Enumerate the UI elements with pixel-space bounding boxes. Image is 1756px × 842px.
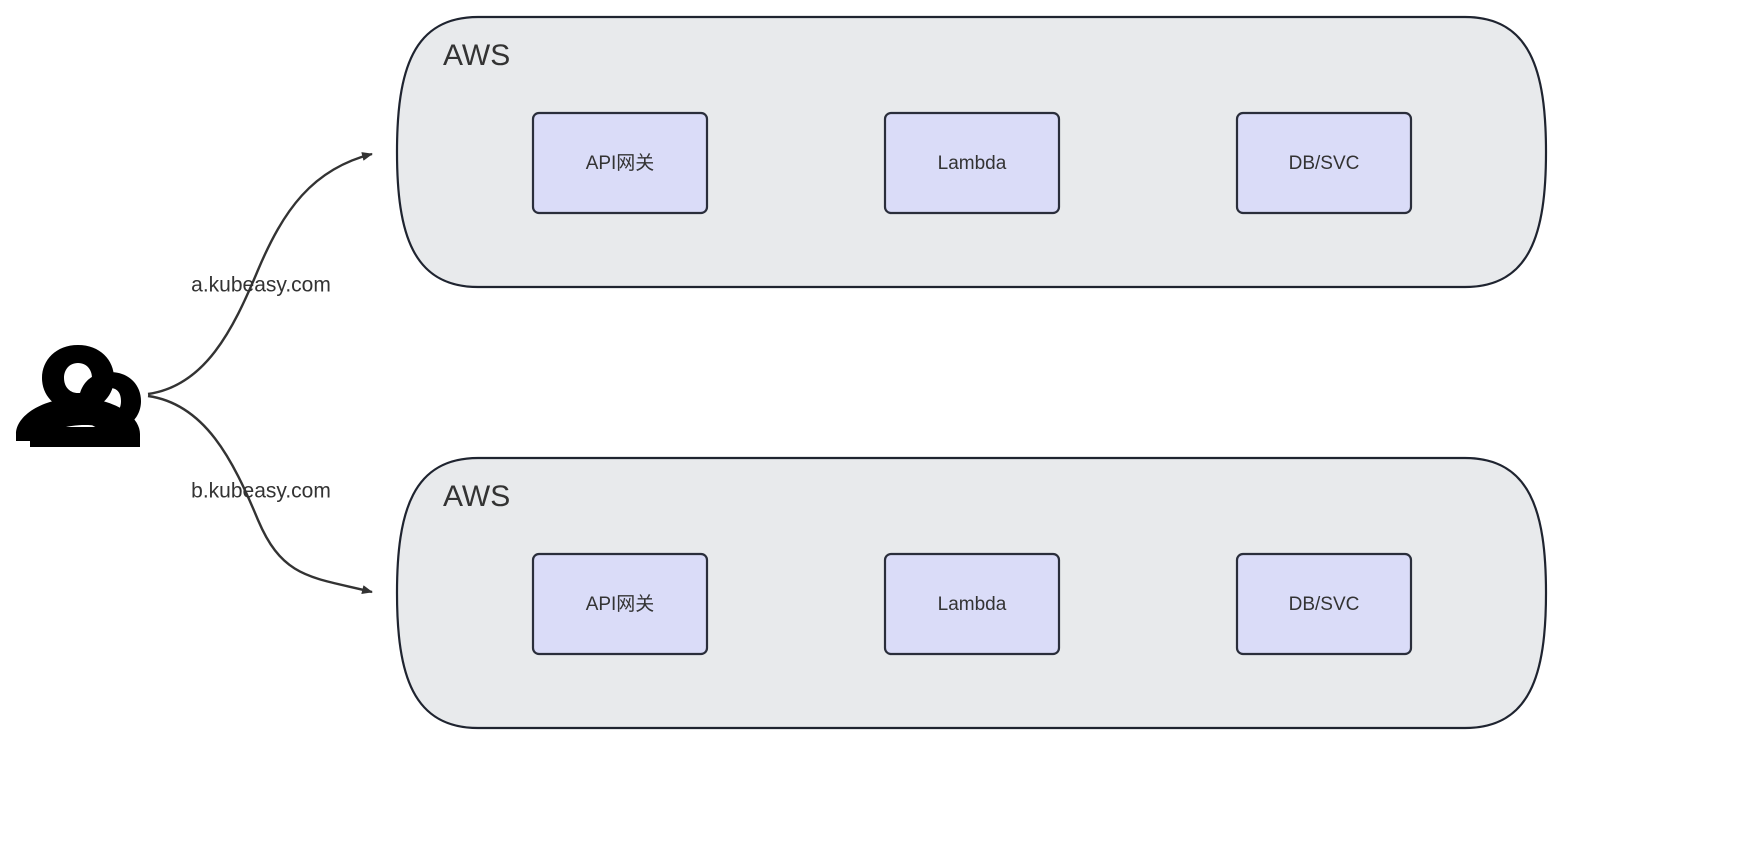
edge-path: [147, 394, 373, 594]
node-label: DB/SVC: [1289, 153, 1360, 174]
node-db-svc-1[interactable]: DB/SVC: [1235, 111, 1413, 215]
users-icon[interactable]: [16, 345, 141, 447]
edge-label-b: b.kubeasy.com: [191, 480, 331, 503]
node-shape: [1235, 552, 1413, 656]
aws-cluster-1[interactable]: AWS API网关 Lambda DB/SVC: [395, 15, 1548, 289]
cluster-title-1: AWS: [443, 39, 510, 72]
node-shape: [883, 552, 1061, 656]
node-label: API网关: [586, 152, 655, 174]
node-shape: [1235, 111, 1413, 215]
node-api-gateway-1[interactable]: API网关: [531, 111, 709, 215]
node-shape: [531, 111, 709, 215]
users-icon-body-front: [30, 409, 140, 447]
edge-a-kubeasy[interactable]: a.kubeasy.com: [147, 152, 373, 396]
node-api-gateway-2[interactable]: API网关: [531, 552, 709, 656]
node-shape: [531, 552, 709, 656]
node-lambda-1[interactable]: Lambda: [883, 111, 1061, 215]
node-label: Lambda: [938, 153, 1007, 174]
node-label: DB/SVC: [1289, 594, 1360, 615]
node-shape: [883, 111, 1061, 215]
edge-label-a: a.kubeasy.com: [191, 274, 331, 297]
aws-cluster-2[interactable]: AWS API网关 Lambda DB/SVC: [395, 456, 1548, 730]
edge-b-kubeasy[interactable]: b.kubeasy.com: [147, 394, 373, 594]
node-db-svc-2[interactable]: DB/SVC: [1235, 552, 1413, 656]
cluster-title-2: AWS: [443, 480, 510, 513]
node-label: API网关: [586, 593, 655, 615]
node-lambda-2[interactable]: Lambda: [883, 552, 1061, 656]
node-label: Lambda: [938, 594, 1007, 615]
edge-path: [147, 152, 373, 396]
